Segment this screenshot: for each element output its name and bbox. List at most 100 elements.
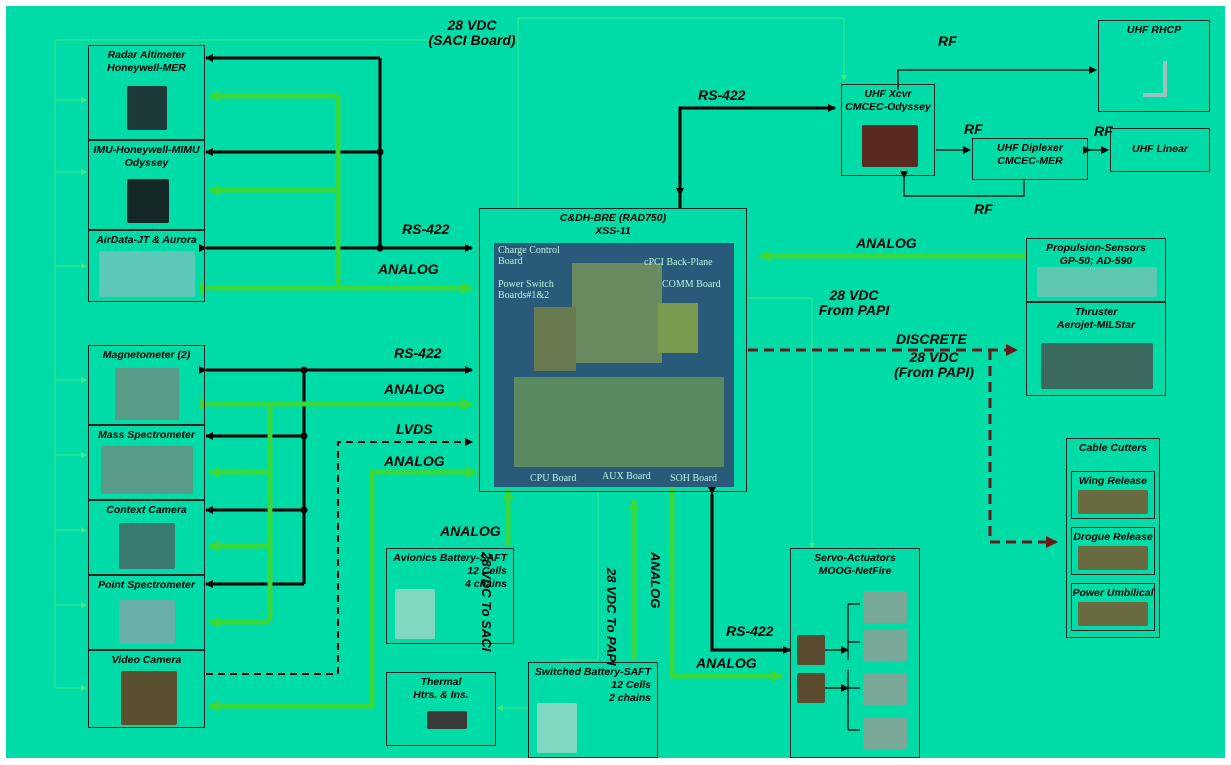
airdata-box: AirData-JT & Aurora bbox=[88, 230, 205, 302]
thermal-label: Thermal bbox=[420, 676, 462, 688]
rf-top-label: RF bbox=[938, 33, 957, 49]
instrument-label: Video Camera bbox=[111, 654, 182, 666]
cdh-photo: Charge Control Board cPCI Back-Plane Pow… bbox=[494, 243, 734, 487]
aux-board-label: AUX Board bbox=[602, 471, 651, 482]
point-spectrometer-photo bbox=[119, 600, 175, 644]
servo-controller-photo bbox=[797, 635, 825, 665]
servo-motor-photo bbox=[863, 591, 907, 623]
instrument-sublabel: Odyssey bbox=[124, 157, 169, 170]
papi-power2-label: 28 VDC(From PAPI) bbox=[886, 349, 982, 381]
lvds-label: LVDS bbox=[396, 421, 433, 437]
rf-links bbox=[897, 66, 1109, 197]
power-umbilical-box: Power Umbilical bbox=[1071, 583, 1155, 631]
switched-battery-chains: 2 chains bbox=[608, 692, 651, 705]
uhf-rhcp-box: UHF RHCP bbox=[1098, 20, 1210, 112]
mass-spectrometer-box: Mass Spectrometer bbox=[88, 425, 205, 500]
switched-battery-photo bbox=[537, 703, 577, 753]
instrument-label: Context Camera bbox=[106, 504, 187, 516]
servo-motor-photo bbox=[863, 673, 907, 705]
papi-from: From PAPI bbox=[818, 302, 890, 319]
sensors-photo bbox=[1037, 267, 1157, 297]
cable-cutters-box: Cable Cutters Wing Release Drogue Releas… bbox=[1066, 438, 1160, 638]
instrument-label: Point Spectrometer bbox=[98, 579, 195, 591]
analog-vertical-label: ANALOG bbox=[648, 552, 663, 609]
servo-label: Servo-Actuators bbox=[814, 552, 896, 564]
thermal-photo bbox=[427, 711, 467, 729]
servo-analog-label: ANALOG bbox=[696, 655, 757, 671]
rs422-bus-junctions bbox=[300, 148, 384, 514]
instrument-label: Mass Spectrometer bbox=[98, 429, 195, 441]
propulsion-sensors-label: Propulsion-Sensors bbox=[1046, 242, 1146, 254]
drogue-release-box: Drogue Release bbox=[1071, 527, 1155, 575]
servo-internal-links bbox=[824, 603, 860, 731]
point-spectrometer-box: Point Spectrometer bbox=[88, 575, 205, 650]
video-camera-photo bbox=[121, 671, 177, 725]
propulsion-sensors-sublabel: GP-50; AD-590 bbox=[1059, 255, 1133, 268]
instrument-sublabel: Honeywell-MER bbox=[107, 62, 186, 75]
analog-lower2-label: ANALOG bbox=[384, 453, 445, 469]
wing-release-box: Wing Release bbox=[1071, 471, 1155, 519]
power-distribution-lines bbox=[54, 17, 847, 711]
context-camera-box: Context Camera bbox=[88, 500, 205, 575]
thermal-sublabel: Htrs. & Ins. bbox=[413, 689, 469, 702]
servo-motor-photo bbox=[863, 717, 907, 749]
battery-analog-label: ANALOG bbox=[440, 523, 501, 539]
lvds-link bbox=[206, 438, 473, 675]
cutter-photo bbox=[1078, 546, 1148, 570]
rf-bottom-label: RF bbox=[974, 201, 993, 217]
papi-vdc-vertical-label: 28 VDC To PAPI bbox=[604, 568, 619, 666]
papi-vdc: 28 VDC bbox=[829, 287, 879, 303]
rs422-lower-bus bbox=[199, 366, 473, 588]
instrument-label: Magnetometer (2) bbox=[102, 349, 191, 361]
uhf-xcvr-sublabel: CMCEC-Odyssey bbox=[845, 101, 931, 114]
analog-lower1-label: ANALOG bbox=[384, 381, 445, 397]
uhf-xcvr-photo bbox=[862, 125, 918, 167]
backplane-label: cPCI Back-Plane bbox=[644, 257, 713, 268]
cutter-label: Power Umbilical bbox=[1072, 587, 1154, 599]
servo-rs422-link bbox=[708, 487, 791, 654]
analog-upper-bus bbox=[200, 90, 474, 294]
saci-vdc: 28 VDC bbox=[447, 17, 497, 33]
avionics-battery-cells: 12 Cells bbox=[467, 565, 507, 578]
instrument-label: AirData-JT & Aurora bbox=[96, 234, 197, 246]
papi2-vdc: 28 VDC bbox=[909, 349, 959, 365]
comm-board-shape bbox=[658, 303, 698, 353]
rs422-upper-label: RS-422 bbox=[402, 221, 450, 237]
uhf-linear-box: UHF Linear bbox=[1110, 128, 1210, 172]
cdh-title: C&DH-BRE (RAD750) bbox=[559, 212, 667, 224]
cpu-board-label: CPU Board bbox=[530, 473, 577, 484]
analog-upper-label: ANALOG bbox=[378, 261, 439, 277]
thruster-label: Thruster bbox=[1074, 306, 1118, 318]
rf-mid1-label: RF bbox=[964, 121, 983, 137]
analog-lower-bus bbox=[200, 398, 478, 712]
cutter-label: Drogue Release bbox=[1073, 531, 1153, 543]
switched-battery-label: Switched Battery-SAFT bbox=[534, 666, 651, 678]
power-switch-boards-shape bbox=[534, 307, 576, 371]
avionics-battery-chains: 4 chains bbox=[464, 578, 507, 591]
comm-board-label: COMM Board bbox=[662, 279, 721, 290]
rf-mid2-label: RF bbox=[1094, 123, 1113, 139]
propulsion-analog-label: ANALOG bbox=[856, 235, 917, 251]
cutter-label: Wing Release bbox=[1078, 475, 1148, 487]
magnetometer-photo bbox=[115, 368, 179, 420]
servo-motor-photo bbox=[863, 629, 907, 661]
thruster-photo bbox=[1041, 343, 1153, 389]
rs422-lower-label: RS-422 bbox=[394, 345, 442, 361]
uhf-xcvr-label: UHF Xcvr bbox=[864, 88, 912, 100]
imu-photo bbox=[127, 179, 169, 223]
avionics-battery-photo bbox=[395, 589, 435, 639]
instrument-label: IMU-Honeywell-MIMU bbox=[93, 144, 200, 156]
discrete-links bbox=[748, 344, 1058, 548]
magnetometer-box: Magnetometer (2) bbox=[88, 345, 205, 425]
switched-battery-cells: 12 Cells bbox=[611, 679, 651, 692]
